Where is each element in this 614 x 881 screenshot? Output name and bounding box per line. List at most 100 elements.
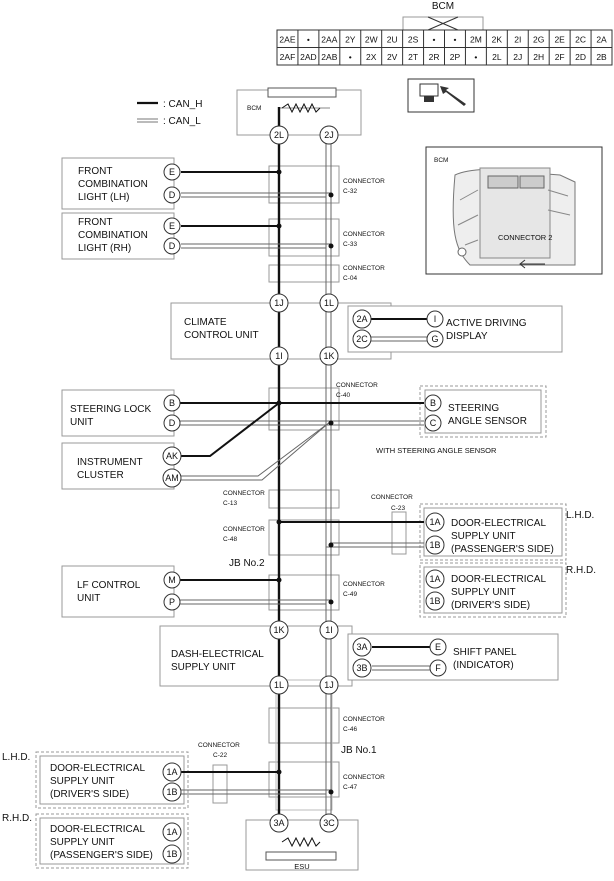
pin-cc-1l: 1L	[324, 298, 334, 308]
front-rh-line3: LIGHT (RH)	[78, 243, 131, 254]
active-display-line1: ACTIVE DRIVING	[446, 318, 527, 329]
pin-des-1i: 1I	[325, 625, 333, 635]
connector-word: CONNECTOR	[343, 581, 385, 588]
connector-word: CONNECTOR	[343, 265, 385, 272]
bcm-terminal-cell: 2AF	[280, 52, 296, 62]
connector-c33: C-33	[343, 241, 357, 248]
bcm-terminal-cell: 2H	[533, 52, 544, 62]
esu-label: ESU	[294, 862, 309, 871]
bcm-terminal-cell: 2D	[575, 52, 586, 62]
connector-word: CONNECTOR	[336, 382, 378, 389]
pin-lf-p: P	[169, 597, 175, 607]
pin-cc-1i: 1I	[275, 351, 283, 361]
wiring	[180, 107, 432, 820]
door-pass-lhd-line3: (PASSENGER'S SIDE)	[451, 544, 554, 555]
door-drv-lhd-line3: (DRIVER'S SIDE)	[50, 789, 129, 800]
door-pass-rhd-line3: (PASSENGER'S SIDE)	[50, 850, 153, 861]
front-lh-line3: LIGHT (LH)	[78, 192, 130, 203]
bcm-table-title: BCM	[432, 1, 454, 12]
lf-control-line2: UNIT	[77, 593, 100, 604]
door-drv-rhd-line3: (DRIVER'S SIDE)	[451, 600, 530, 611]
pin-frh-e: E	[169, 221, 175, 231]
active-display-line2: DISPLAY	[446, 331, 488, 342]
connector-c49: C-49	[343, 591, 357, 598]
instrument-line2: CLUSTER	[77, 470, 124, 481]
steering-lock-line1: STEERING LOCK	[70, 404, 151, 415]
door-drv-lhd-tag: L.H.D.	[2, 752, 30, 763]
bcm-terminal-cell: 2F	[555, 52, 565, 62]
legend-can-h: : CAN_H	[163, 99, 202, 110]
door-drv-rhd-tag: R.H.D.	[566, 565, 596, 576]
pin-bcm-2l: 2L	[274, 130, 284, 140]
pin-flh-d: D	[169, 190, 176, 200]
shift-panel-line1: SHIFT PANEL	[453, 647, 517, 658]
bcm-terminal-cell: 2L	[492, 52, 502, 62]
bcm-terminal-cell: •	[433, 35, 436, 45]
pin-sas-b: B	[430, 398, 436, 408]
jb1-label: JB No.1	[341, 745, 377, 756]
bcm-terminal-cell: 2Y	[345, 35, 356, 45]
connector-boxes	[212, 165, 407, 804]
door-drv-lhd-line2: SUPPLY UNIT	[50, 776, 115, 787]
pin-frh-d: D	[169, 241, 176, 251]
connector-word: CONNECTOR	[343, 716, 385, 723]
pin-add-g: G	[431, 334, 438, 344]
bcm-terminal-cell: 2P	[450, 52, 461, 62]
bcm-terminal-cell: 2A	[596, 35, 607, 45]
connector-word: CONNECTOR	[198, 742, 240, 749]
pin-dpl-1b: 1B	[429, 540, 440, 550]
connector-c48: C-48	[223, 536, 237, 543]
pin-cc-2a: 2A	[356, 314, 367, 324]
connector-c13: C-13	[223, 500, 237, 507]
connector-plug-icon	[407, 78, 475, 113]
legend-can-l: : CAN_L	[163, 116, 201, 127]
pin-des-1l: 1L	[274, 680, 284, 690]
steering-angle-line1: STEERING	[448, 403, 499, 414]
pin-ddr-1b: 1B	[429, 596, 440, 606]
photo-title: BCM	[434, 157, 448, 164]
pin-lf-m: M	[168, 575, 176, 585]
connector-labels: CONNECTOR C-32 CONNECTOR C-33 CONNECTOR …	[198, 178, 413, 791]
pin-sas-c: C	[430, 418, 437, 428]
bcm-terminal-cell: 2K	[492, 35, 503, 45]
pin-dpr-1b: 1B	[166, 849, 177, 859]
bcm-terminal-cell: 2I	[514, 35, 521, 45]
pin-sp-f: F	[435, 663, 441, 673]
connector-c04: C-04	[343, 275, 357, 282]
door-drv-rhd-line2: SUPPLY UNIT	[451, 587, 516, 598]
door-pass-lhd-tag: L.H.D.	[566, 510, 594, 521]
steering-lock-line2: UNIT	[70, 417, 93, 428]
bcm-terminal-cell: 2AB	[321, 52, 337, 62]
bcm-photo: BCM CONNECTOR 2	[425, 146, 603, 275]
pin-esu-3a: 3A	[273, 818, 284, 828]
pin-cc-1k: 1K	[323, 351, 334, 361]
pin-ic-ak: AK	[166, 451, 178, 461]
connector-word: CONNECTOR	[343, 178, 385, 185]
bcm-terminal-cell: 2J	[513, 52, 522, 62]
door-pass-lhd-line2: SUPPLY UNIT	[451, 531, 516, 542]
dash-supply-line2: SUPPLY UNIT	[171, 662, 236, 673]
bcm-terminal-cell: 2AE	[279, 35, 295, 45]
bcm-terminal-cell: 2U	[387, 35, 398, 45]
front-rh-line1: FRONT	[78, 217, 112, 228]
bcm-terminal-cell: •	[349, 52, 352, 62]
bcm-terminal-cell: 2T	[408, 52, 418, 62]
bcm-terminal-cell: 2W	[365, 35, 378, 45]
pin-cc-2c: 2C	[356, 334, 368, 344]
pin-des-3b: 3B	[356, 663, 367, 673]
connector-c46: C-46	[343, 726, 357, 733]
bcm-terminal-cell: 2G	[533, 35, 544, 45]
door-pass-rhd-tag: R.H.D.	[2, 813, 32, 824]
shift-panel-line2: (INDICATOR)	[453, 660, 514, 671]
connector-c22: C-22	[213, 752, 227, 759]
splice-points	[276, 169, 334, 795]
bcm-terminal-cell: •	[474, 52, 477, 62]
door-drv-rhd-line1: DOOR-ELECTRICAL	[451, 574, 546, 585]
steering-angle-line2: ANGLE SENSOR	[448, 416, 527, 427]
door-drv-lhd-line1: DOOR-ELECTRICAL	[50, 763, 145, 774]
dash-supply-line1: DASH-ELECTRICAL	[171, 649, 264, 660]
climate-line2: CONTROL UNIT	[184, 330, 259, 341]
pin-des-1k: 1K	[273, 625, 284, 635]
